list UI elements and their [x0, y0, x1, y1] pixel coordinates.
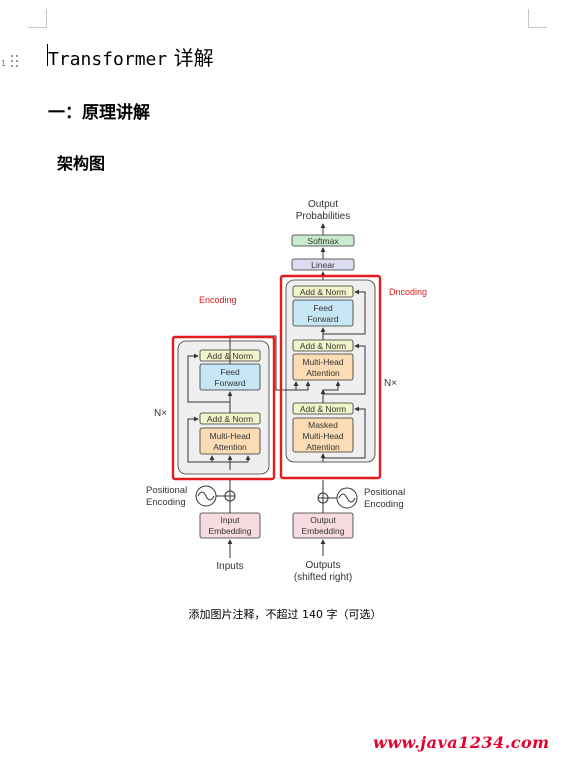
output-embedding-line1: Output	[310, 515, 336, 525]
decoder-add-norm-bottom	[292, 402, 354, 415]
inputs-label: Inputs	[216, 561, 243, 572]
outputs-line1: Outputs	[305, 560, 340, 571]
decoder-add-norm-bottom-label: Add & Norm	[300, 404, 346, 414]
encoder-highlight-box	[171, 335, 276, 481]
output-probabilities-line2: Probabilities	[296, 211, 350, 222]
encoder-multi-head-attention	[199, 427, 261, 455]
output-embedding-line2: Embedding	[301, 526, 344, 536]
decoding-label: Dncoding	[389, 287, 427, 297]
encoder-nx-label: N×	[154, 408, 167, 419]
output-embedding-block	[292, 512, 354, 539]
encoder-feed-forward-line1: Feed	[220, 367, 240, 377]
softmax-label: Softmax	[307, 236, 339, 246]
linear-label: Linear	[311, 260, 335, 270]
encoder-positional-line1: Positional	[146, 485, 187, 496]
encoder-mha-line1: Multi-Head	[209, 431, 250, 441]
decoder-positional-line2: Encoding	[364, 499, 404, 510]
decoder-feed-forward-line2: Forward	[307, 314, 338, 324]
document-title[interactable]: Transformer 详解	[48, 42, 214, 71]
decoder-feed-forward	[292, 299, 354, 327]
decoder-masked-attention	[292, 417, 354, 453]
decoder-mha-line2: Attention	[306, 368, 340, 378]
decoder-masked-line1: Masked	[308, 420, 338, 430]
encoder-positional-line2: Encoding	[146, 497, 186, 508]
encoder-feed-forward-line2: Forward	[214, 378, 245, 388]
text-cursor	[47, 44, 48, 66]
decoder-positional-line1: Positional	[364, 487, 405, 498]
decoder-mha-line1: Multi-Head	[302, 357, 343, 367]
title-cn: 详解	[173, 46, 214, 70]
decoder-multi-head-attention	[292, 353, 354, 381]
decoder-masked-line2: Multi-Head	[302, 431, 343, 441]
title-latin: Transformer	[48, 49, 168, 70]
encoding-label: Encoding	[199, 295, 237, 305]
heading-principles[interactable]: 一：原理讲解	[48, 103, 150, 123]
decoder-add-norm-middle	[292, 339, 354, 352]
linear-block	[291, 258, 355, 271]
page-corner-top-right	[528, 9, 547, 28]
drag-handle-icon[interactable]	[11, 55, 21, 69]
input-embedding-block	[199, 512, 261, 539]
outputs-line2: (shifted right)	[294, 572, 352, 583]
decoder-add-norm-top	[292, 285, 354, 298]
page-corner-top-left	[28, 9, 47, 28]
line-number: 1	[1, 59, 7, 68]
encoder-mha-line2: Attention	[213, 442, 247, 452]
figure-caption[interactable]: 添加图片注释，不超过 140 字（可选）	[188, 608, 382, 621]
decoder-add-norm-middle-label: Add & Norm	[300, 341, 346, 351]
architecture-figure[interactable]: Output Probabilities Softmax Linear Enco…	[136, 194, 434, 586]
decoder-highlight-box	[279, 274, 382, 480]
input-embedding-line1: Input	[221, 515, 241, 525]
watermark: www.java1234.com	[373, 733, 550, 752]
decoder-add-norm-top-label: Add & Norm	[300, 287, 346, 297]
output-probabilities-line1: Output	[308, 199, 338, 210]
decoder-masked-line3: Attention	[306, 442, 340, 452]
transformer-diagram: Output Probabilities Softmax Linear Enco…	[136, 194, 434, 586]
decoder-feed-forward-line1: Feed	[313, 303, 333, 313]
encoder-feed-forward	[199, 363, 261, 391]
heading-architecture[interactable]: 架构图	[57, 154, 106, 173]
input-embedding-line2: Embedding	[208, 526, 251, 536]
encoder-add-norm-bottom-label: Add & Norm	[207, 414, 253, 424]
decoder-nx-label: N×	[384, 378, 397, 389]
softmax-block	[291, 234, 355, 247]
